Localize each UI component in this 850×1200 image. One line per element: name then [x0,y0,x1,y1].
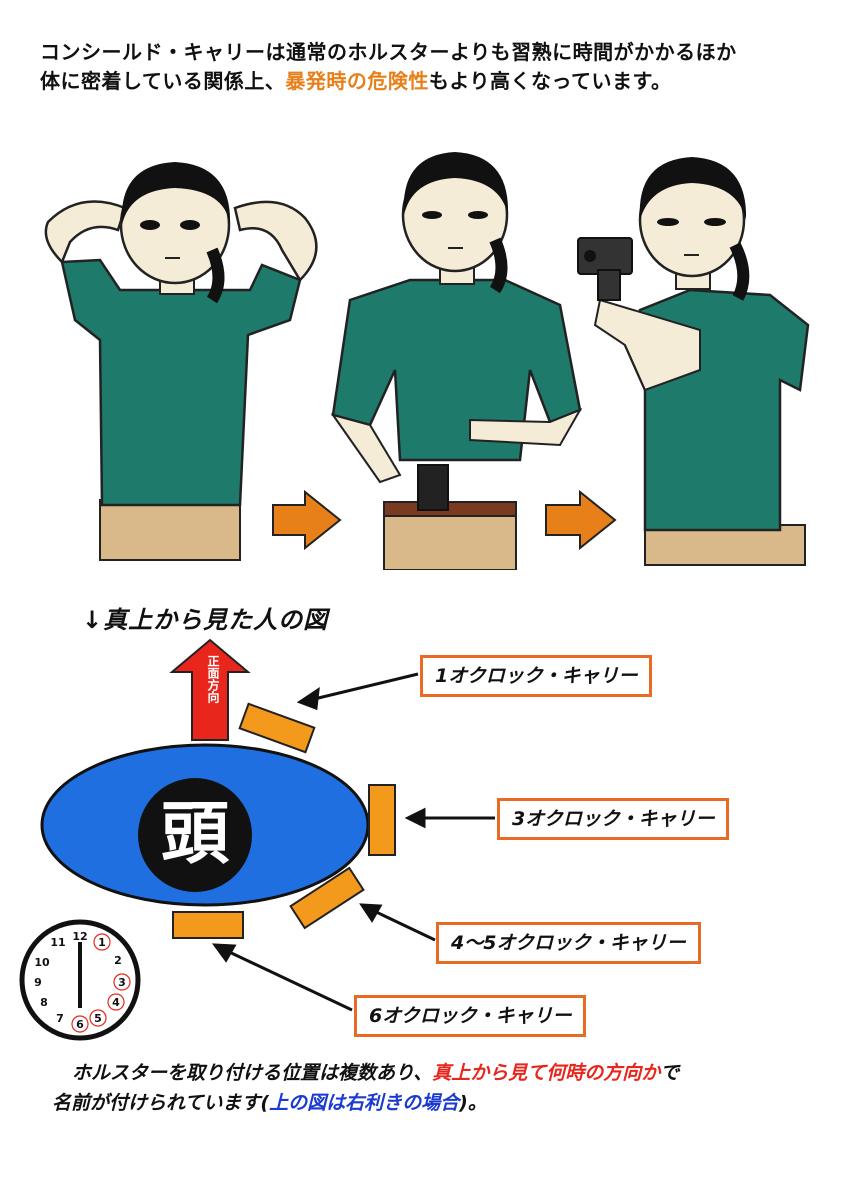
label-3-oclock: 3オクロック・キャリー [497,798,730,840]
intro-line-2-suffix: もより高くなっています。 [428,69,672,93]
svg-text:11: 11 [50,936,65,949]
forward-arrow [169,638,251,741]
step-arrow-1 [272,489,342,551]
caption-part-1: ホルスターを取り付ける位置は複数あり、 [72,1062,433,1084]
topview-heading: ↓真上から見た人の図 [82,606,329,634]
holster-4-5-oclock [289,866,365,930]
forward-label: 正面方向 [206,655,220,703]
head-circle [138,778,252,892]
caption-part-4: 名前が付けられています( [52,1092,270,1114]
caption-part-3: で [660,1062,680,1084]
intro-text: コンシールド・キャリーは通常のホルスターよりも習熟に時間がかかるほか 体に密着し… [40,38,830,96]
svg-text:7: 7 [56,1012,64,1025]
svg-text:3: 3 [118,976,126,989]
figure-drawing-gun [330,152,583,570]
label-6-oclock: 6オクロック・キャリー [354,995,587,1037]
holster-1-oclock [238,702,316,754]
intro-highlight: 暴発時の危険性 [285,69,429,93]
svg-text:8: 8 [40,996,48,1009]
svg-text:1: 1 [98,936,106,949]
intro-line-1: コンシールド・キャリーは通常のホルスターよりも習熟に時間がかかるほか [40,40,737,64]
pointer-arrows [211,672,495,1012]
figure-aiming [577,157,810,566]
intro-line-2-prefix: 体に密着している関係上、 [40,69,286,93]
caption-part-6: )。 [459,1092,487,1114]
label-4-5-oclock: 4〜5オクロック・キャリー [436,922,701,964]
caption-highlight-red: 真上から見て何時の方向か [432,1062,661,1084]
step-arrow-2 [545,489,617,551]
svg-text:12: 12 [72,930,87,943]
svg-text:9: 9 [34,976,42,989]
holster-3-oclock [368,784,396,856]
svg-text:6: 6 [76,1018,84,1031]
holster-6-oclock [172,911,244,939]
label-1-oclock: 1オクロック・キャリー [420,655,653,697]
caption-highlight-blue: 上の図は右利きの場合 [269,1092,460,1114]
caption: ホルスターを取り付ける位置は複数あり、真上から見て何時の方向かで名前が付けられて… [52,1058,822,1118]
svg-text:4: 4 [112,996,120,1009]
intro-line-2: 体に密着している関係上、暴発時の危険性もより高くなっています。 [40,67,830,96]
svg-text:5: 5 [94,1012,102,1025]
figure-hands-up [44,162,318,561]
draw-sequence-illustration [44,152,810,570]
head-label: 頭 [160,795,229,874]
svg-text:2: 2 [114,954,122,967]
svg-text:10: 10 [34,956,50,969]
